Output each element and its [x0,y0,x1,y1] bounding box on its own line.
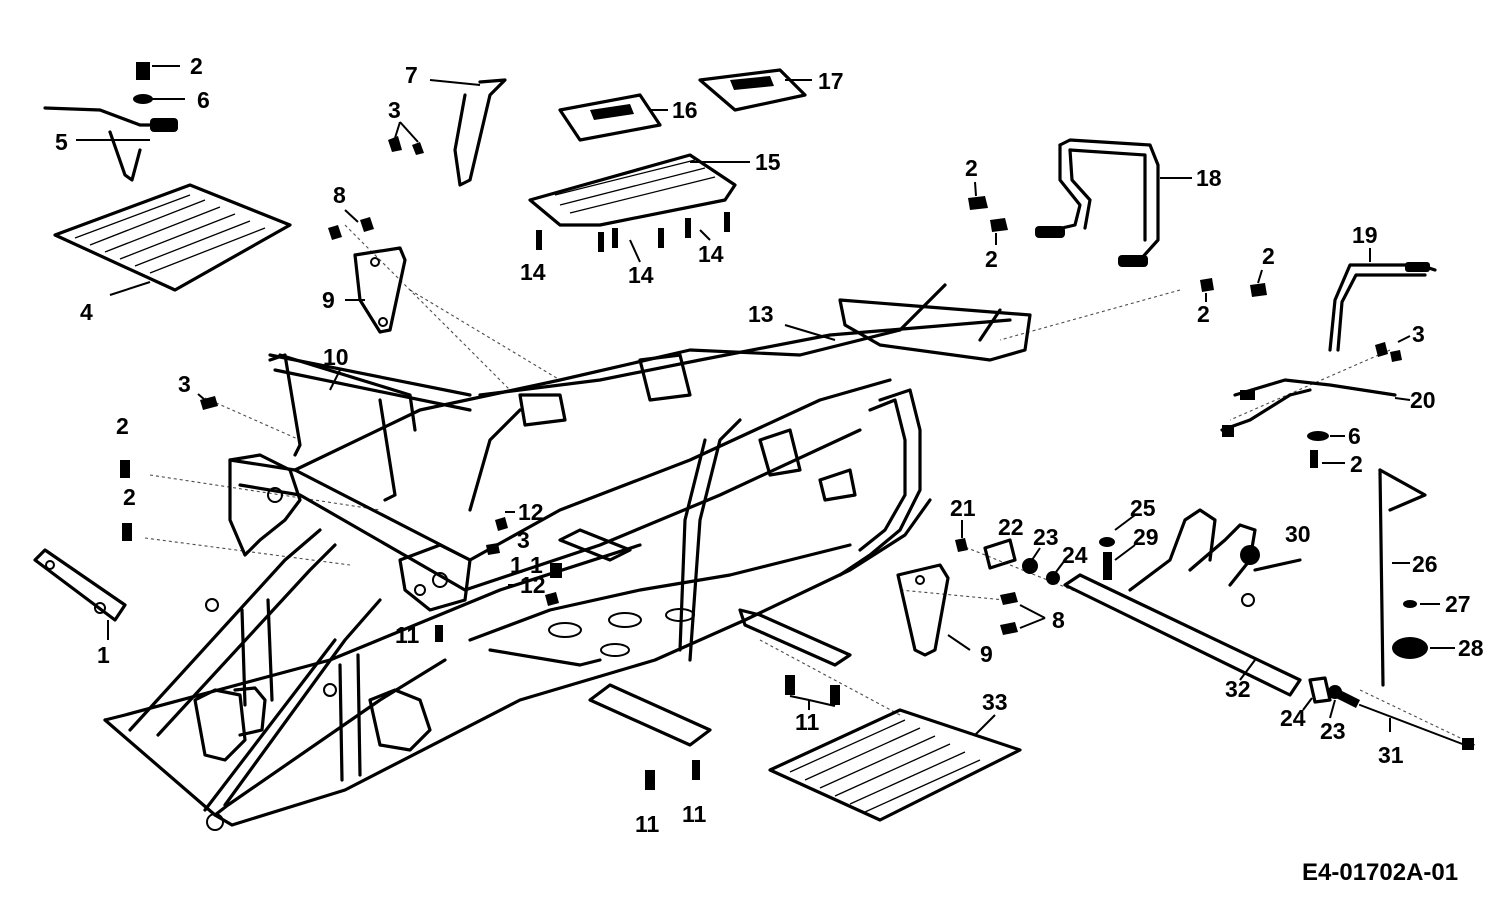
label-26: 26 [1412,551,1438,577]
part-16-cover [558,93,668,142]
label-11: 11 [635,811,660,837]
label-32: 32 [1225,676,1251,702]
label-2: 2 [985,246,998,272]
label-2: 2 [1197,301,1210,327]
label-24: 24 [1062,542,1088,568]
label-14: 14 [628,262,654,288]
label-4: 4 [80,299,93,325]
label-33: 33 [982,689,1008,715]
label-16: 16 [672,97,698,123]
label-3: 3 [388,97,401,123]
label-10: 10 [323,344,349,370]
fastener-11 [435,625,840,790]
fastener-6-2-right [1307,431,1345,468]
label-30: 30 [1285,521,1311,547]
label-1: 1 [530,552,543,578]
label-12: 12 [518,499,544,525]
part-26-flag [1378,468,1427,687]
part-1-plate [33,548,127,640]
label-25: 25 [1130,495,1156,521]
leader-10 [329,369,341,391]
fastener-3-right [1375,335,1411,362]
part-5-bracket [43,106,178,182]
label-2: 2 [123,484,136,510]
label-22: 22 [998,514,1024,540]
part-7-bracket [429,78,507,187]
label-2: 2 [965,155,978,181]
label-11: 11 [395,622,420,648]
fastener-25-29 [1099,514,1136,580]
label-1: 1 [510,552,523,578]
label-8: 8 [333,182,346,208]
part-19-handle [1328,248,1437,352]
label-9: 9 [322,287,335,313]
label-29: 29 [1133,524,1159,550]
label-1: 1 [97,642,110,668]
label-19: 19 [1352,222,1378,248]
fastener-3-upper [388,121,424,155]
label-2: 2 [1350,451,1363,477]
fastener-12 [495,511,562,606]
label-5: 5 [55,129,68,155]
label-11: 11 [682,801,707,827]
label-27: 27 [1445,591,1471,617]
label-9: 9 [980,641,993,667]
part-15-panel [528,153,750,227]
fastener-21-22-23-24 [955,520,1066,585]
label-28: 28 [1458,635,1484,661]
callout-labels: 2 6 5 4 7 3 16 17 15 8 9 14 14 14 2 2 18… [55,53,1484,837]
leader-13 [784,324,836,341]
fastener-3-left [197,393,500,555]
label-21: 21 [950,495,976,521]
label-2: 2 [1262,243,1275,269]
label-6: 6 [1348,423,1361,449]
label-14: 14 [698,241,724,267]
label-15: 15 [755,149,781,175]
label-11: 11 [795,709,820,735]
main-frame [103,283,1032,831]
part-9-gusset-lower [896,563,971,657]
label-17: 17 [818,68,844,94]
part-20-step [1220,378,1411,437]
fastener-8-lower [1000,592,1046,635]
label-13: 13 [748,301,774,327]
label-8: 8 [1052,607,1065,633]
part-27-28-flag-clip [1392,600,1455,659]
fastener-14 [536,212,730,263]
label-2: 2 [116,413,129,439]
label-14: 14 [520,259,546,285]
label-2: 2 [190,53,203,79]
label-6: 6 [197,87,210,113]
fastener-8-upper [328,209,374,240]
label-3: 3 [178,371,191,397]
label-24: 24 [1280,705,1306,731]
label-12: 12 [520,572,546,598]
fastener-2-6-topleft [133,62,185,104]
label-3: 3 [517,527,530,553]
fastener-2-18 [968,181,1267,302]
part-17-cover [698,68,812,112]
label-7: 7 [405,62,418,88]
drawing-code: E4-01702A-01 [1302,859,1458,886]
label-18: 18 [1196,165,1222,191]
label-23: 23 [1033,524,1059,550]
label-3: 3 [1412,321,1425,347]
fastener-24-23-31-right [1302,676,1474,750]
part-32-hitch-bar [1063,508,1302,697]
label-20: 20 [1410,387,1436,413]
fastener-2-left [120,460,132,541]
part-33-floorboard [768,708,1022,822]
label-31: 31 [1378,742,1404,768]
part-18-backrest [1035,138,1192,267]
part-9-gusset-upper [345,246,407,334]
part-4-floorboard [53,183,292,296]
label-23: 23 [1320,718,1346,744]
